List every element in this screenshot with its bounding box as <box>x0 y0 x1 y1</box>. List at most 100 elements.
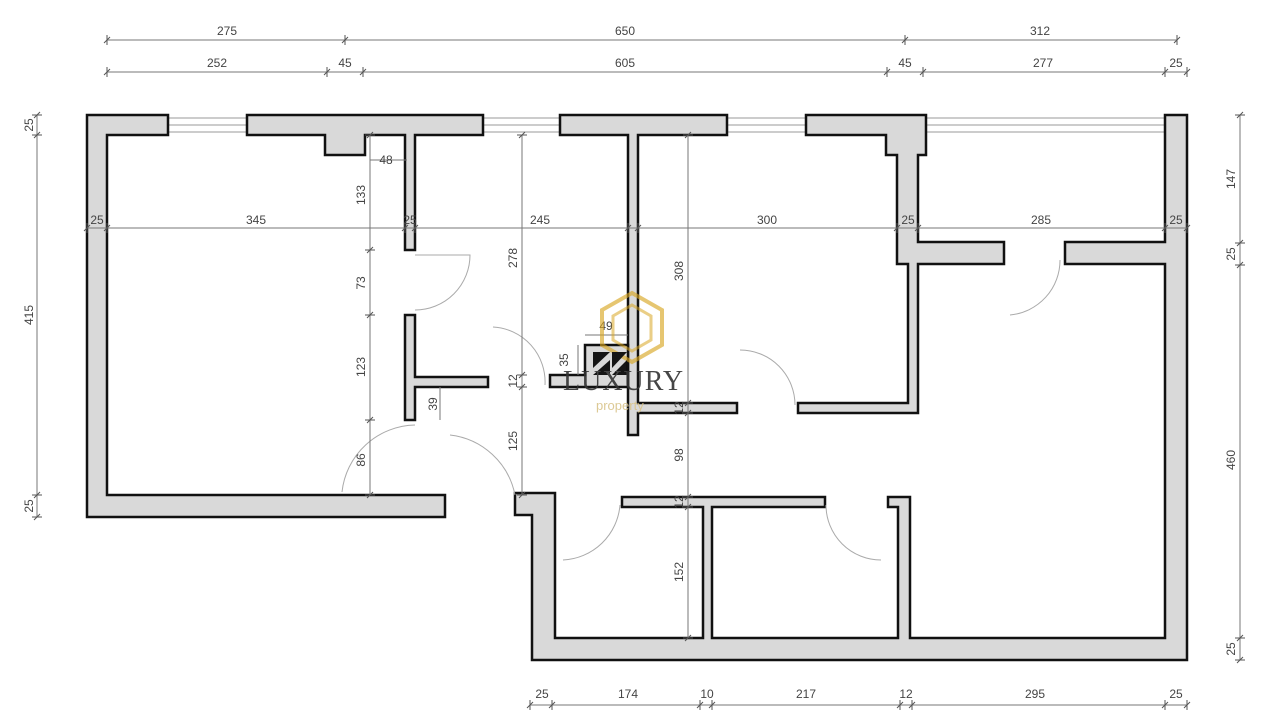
logo-name: LUXURY <box>563 366 684 397</box>
dim-label: 25 <box>1169 213 1183 227</box>
walls <box>85 113 1189 662</box>
dim-label: 10 <box>700 687 714 701</box>
dimension-lines <box>32 35 1245 710</box>
dim-label: 12 <box>506 374 520 388</box>
dim-tick <box>401 224 409 232</box>
dim-tick <box>33 491 41 499</box>
dim-tick <box>1236 239 1244 247</box>
dim-tick <box>634 224 642 232</box>
wall-top-2 <box>245 113 485 252</box>
dim-label: 73 <box>354 276 368 290</box>
dim-tick <box>1236 656 1244 664</box>
dim-tick <box>708 701 716 709</box>
dim-tick <box>323 68 331 76</box>
dim-tick <box>1183 701 1191 709</box>
dim-tick <box>103 36 111 44</box>
dim-tick <box>83 224 91 232</box>
dim-label: 25 <box>901 213 915 227</box>
dim-label: 39 <box>426 397 440 411</box>
dim-tick <box>518 491 526 499</box>
dim-tick <box>366 246 374 254</box>
dim-label: 245 <box>530 213 550 227</box>
dim-label: 275 <box>217 24 237 38</box>
dim-label: 98 <box>672 448 686 462</box>
dim-tick <box>518 383 526 391</box>
dim-label: 25 <box>535 687 549 701</box>
wall-small <box>548 343 630 389</box>
dim-tick <box>1173 36 1181 44</box>
dim-tick <box>883 68 891 76</box>
dim-tick <box>1161 224 1169 232</box>
dim-tick <box>684 409 692 417</box>
dim-tick <box>624 224 632 232</box>
dim-tick <box>1161 68 1169 76</box>
wall-top-right <box>796 113 1006 415</box>
dim-label: 460 <box>1224 450 1238 470</box>
dim-label: 25 <box>403 213 417 227</box>
wall-right-outer <box>513 113 1189 662</box>
dim-tick <box>684 634 692 642</box>
dim-tick <box>684 131 692 139</box>
dim-tick <box>548 701 556 709</box>
dim-label: 147 <box>1224 169 1238 189</box>
dimension-labels: 275 650 312 252 45 605 45 277 25 25 345 … <box>22 24 1238 701</box>
dim-tick <box>901 36 909 44</box>
dim-label: 217 <box>796 687 816 701</box>
dim-tick <box>908 701 916 709</box>
luxury-logo: LUXURY property <box>563 290 684 413</box>
wall-top-3 <box>558 113 739 437</box>
dim-label: 25 <box>90 213 104 227</box>
dim-tick <box>696 701 704 709</box>
dim-tick <box>1236 634 1244 642</box>
dim-tick <box>896 701 904 709</box>
dim-tick <box>1161 701 1169 709</box>
dim-label: 45 <box>898 56 912 70</box>
dim-tick <box>366 311 374 319</box>
dim-label: 252 <box>207 56 227 70</box>
wall-t <box>403 313 490 422</box>
dim-label: 415 <box>22 305 36 325</box>
dim-tick <box>103 224 111 232</box>
dim-tick <box>893 224 901 232</box>
dim-label: 25 <box>1169 687 1183 701</box>
dim-tick <box>366 491 374 499</box>
dim-tick <box>33 131 41 139</box>
dim-tick <box>1236 261 1244 269</box>
dim-label: 12 <box>672 401 686 415</box>
dim-tick <box>103 68 111 76</box>
dim-tick <box>914 224 922 232</box>
dim-tick <box>684 493 692 501</box>
doors <box>341 254 1061 561</box>
dim-tick <box>1183 224 1191 232</box>
dim-tick <box>1236 111 1244 119</box>
dim-tick <box>518 371 526 379</box>
dim-label: 605 <box>615 56 635 70</box>
dim-label: 25 <box>1169 56 1183 70</box>
dim-tick <box>919 68 927 76</box>
dim-tick <box>684 399 692 407</box>
dim-label: 277 <box>1033 56 1053 70</box>
dim-label: 25 <box>1224 642 1238 656</box>
dim-tick <box>1183 68 1191 76</box>
dim-label: 25 <box>1224 247 1238 261</box>
dim-label: 295 <box>1025 687 1045 701</box>
logo-tagline: property <box>596 398 644 413</box>
dim-tick <box>366 131 374 139</box>
dim-label: 48 <box>379 153 393 167</box>
dim-label: 278 <box>506 248 520 268</box>
dim-tick <box>341 36 349 44</box>
dim-tick <box>33 111 41 119</box>
dim-label: 25 <box>22 118 36 132</box>
dim-label: 125 <box>506 431 520 451</box>
dim-label: 308 <box>672 261 686 281</box>
dim-tick <box>359 68 367 76</box>
dim-label: 312 <box>1030 24 1050 38</box>
dim-label: 12 <box>672 495 686 509</box>
dim-label: 650 <box>615 24 635 38</box>
dim-tick <box>518 131 526 139</box>
dim-tick <box>366 416 374 424</box>
dim-tick <box>33 513 41 521</box>
dim-label: 25 <box>22 499 36 513</box>
dim-tick <box>526 701 534 709</box>
